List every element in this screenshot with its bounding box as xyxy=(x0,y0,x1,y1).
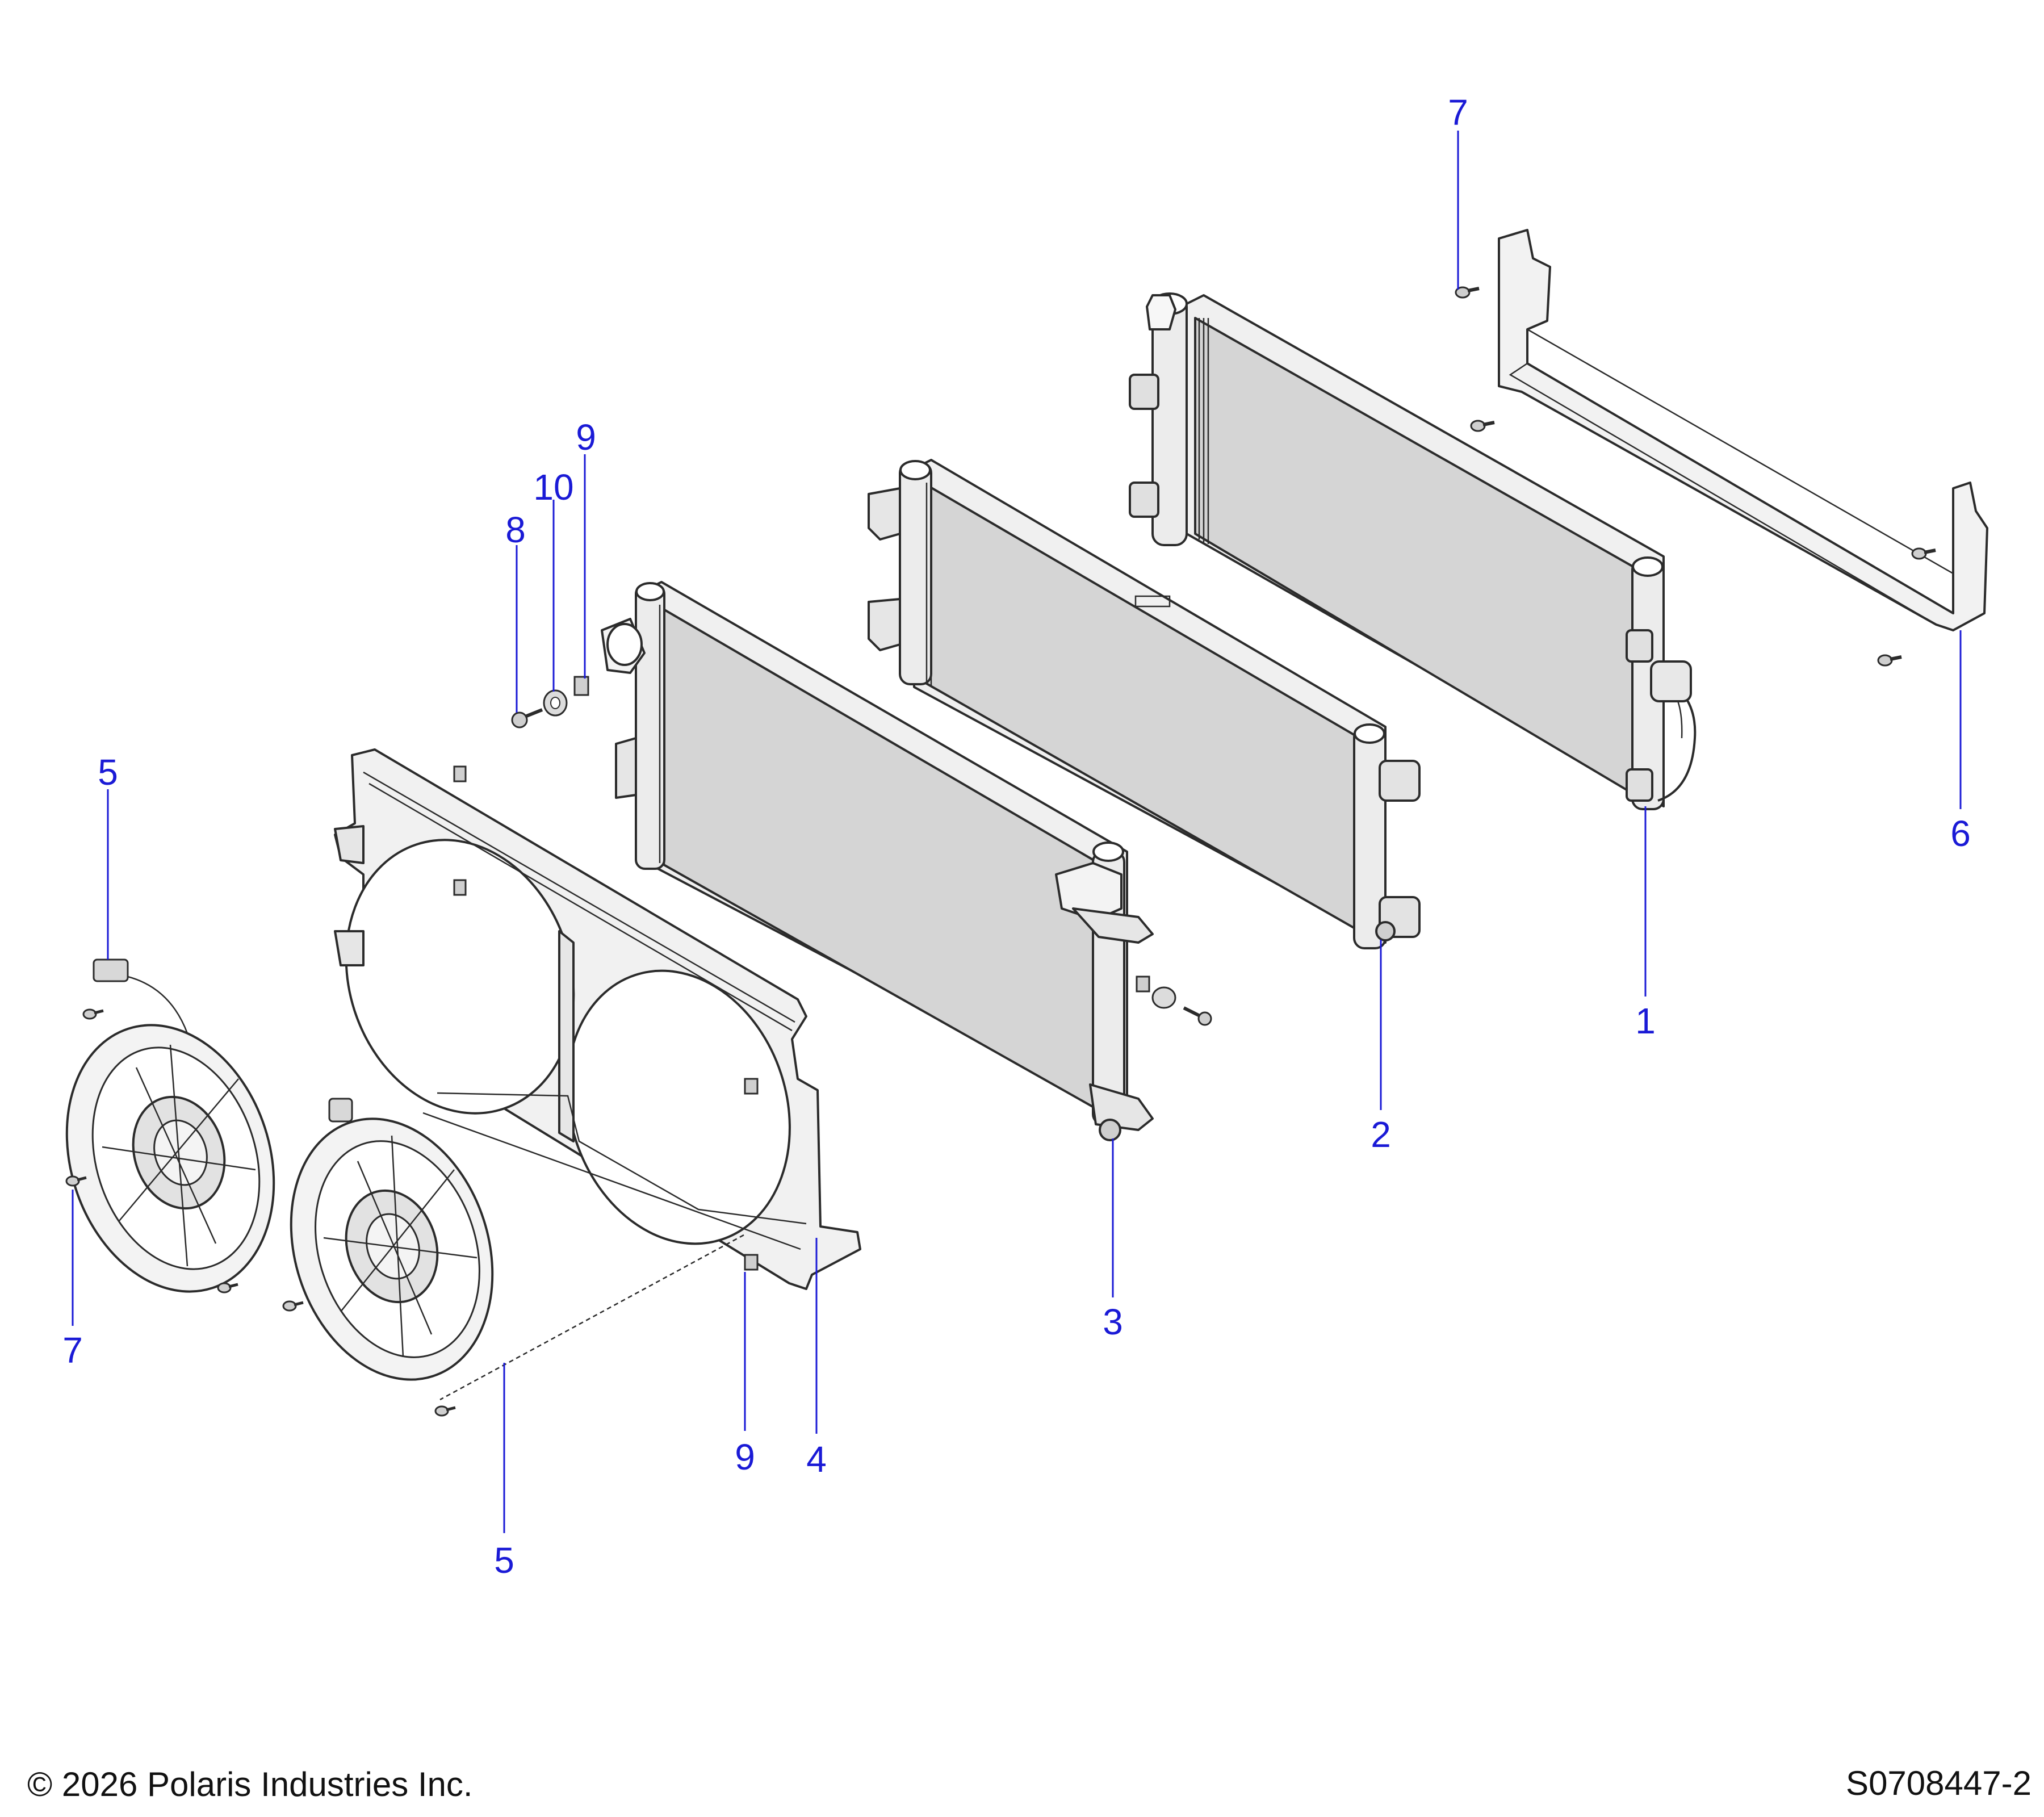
diagram-id: S0708447-2 xyxy=(1846,1764,2032,1802)
callout-1: 1 xyxy=(1635,1000,1656,1041)
part-3-condenser xyxy=(601,581,1154,1141)
callout-2: 2 xyxy=(1371,1114,1391,1155)
hardware-group-8-10-9 xyxy=(511,676,589,729)
alignment-dashed-line xyxy=(439,1234,744,1401)
callout-7-top: 7 xyxy=(1448,92,1468,133)
callout-10: 10 xyxy=(533,467,573,508)
callout-4: 4 xyxy=(806,1439,827,1480)
screw-bracket-mid xyxy=(1470,420,1495,432)
screw-bracket-lower xyxy=(1877,654,1902,667)
callout-5-bottom: 5 xyxy=(494,1540,514,1581)
nut-clip-9 xyxy=(573,676,589,696)
callout-6: 6 xyxy=(1950,813,1971,854)
part-6-mounting-bracket xyxy=(1498,229,1988,631)
callout-8: 8 xyxy=(505,509,526,550)
screw-fan-c xyxy=(217,1282,238,1293)
screw-group-fans xyxy=(65,1008,456,1417)
screw-fan-e xyxy=(434,1405,456,1417)
part-5-fan-left xyxy=(65,958,275,1293)
callout-9-bottom: 9 xyxy=(735,1437,755,1477)
callout-7-bottom: 7 xyxy=(62,1330,83,1371)
part-1-radiator xyxy=(1129,292,1697,810)
screw-fan-b xyxy=(65,1175,87,1187)
screw-fan-d xyxy=(282,1300,304,1312)
callout-3: 3 xyxy=(1103,1301,1123,1342)
part-4-fan-shroud xyxy=(334,748,861,1290)
copyright-notice: © 2026 Polaris Industries Inc. xyxy=(27,1765,473,1803)
hardware-group-condenser xyxy=(1136,976,1212,1026)
grommet-10 xyxy=(543,689,568,717)
screw-fan-a xyxy=(82,1008,104,1020)
screw-bracket-right xyxy=(1911,547,1936,560)
callout-labels: 7 9 10 8 5 6 1 2 3 7 9 4 5 xyxy=(62,92,1971,1581)
bolt-8 xyxy=(511,708,543,729)
part-5-fan-right xyxy=(290,1098,494,1381)
leader-lines xyxy=(72,131,1962,1533)
screw-7-top xyxy=(1455,286,1480,299)
screw-group-bracket xyxy=(1455,286,1936,667)
callout-9-top: 9 xyxy=(576,417,596,458)
part-2-cooler xyxy=(868,459,1421,949)
callout-5-left: 5 xyxy=(98,752,118,793)
